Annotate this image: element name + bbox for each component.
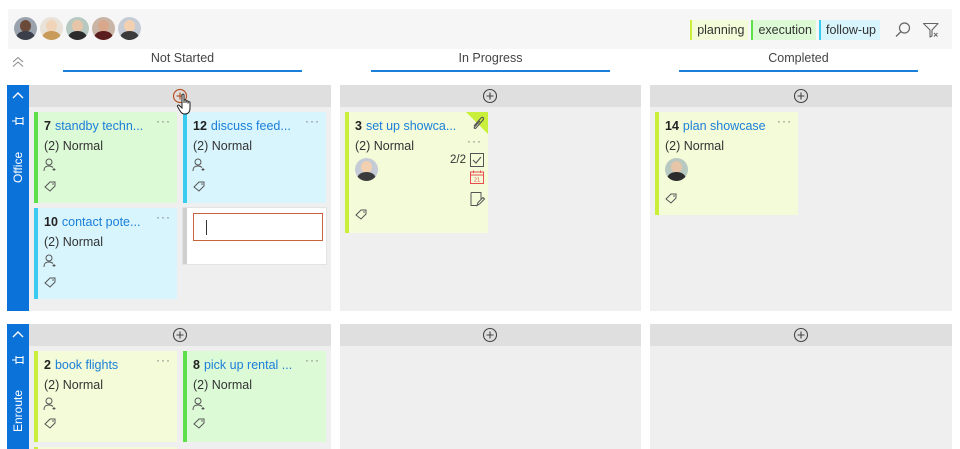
card-priority: (2) Normal [193,378,253,392]
board-toolbar: planning execution follow-up [8,9,952,49]
collapse-all-icon[interactable] [10,54,26,70]
card-more-button[interactable]: ··· [156,210,171,224]
add-card-icon[interactable] [482,327,498,343]
add-card-icon[interactable] [482,88,498,104]
cell-enroute-in-progress [340,324,641,449]
tag-filter-list: planning execution follow-up [690,20,880,40]
clear-filter-icon[interactable] [922,21,940,39]
avatar[interactable] [40,17,63,40]
card-more-button[interactable]: ··· [467,134,482,148]
swimlane-label: Office [11,151,25,183]
tag-planning[interactable]: planning [690,20,749,40]
card-more-button[interactable]: ··· [305,353,320,367]
tag-icon[interactable] [354,208,369,221]
tag-follow-up[interactable]: follow-up [818,20,880,40]
tag-icon[interactable] [192,417,207,430]
column-header-not-started[interactable]: Not Started [63,50,302,72]
cell-enroute-completed [650,324,952,449]
pin-icon[interactable] [10,353,26,367]
column-header-row: Not Started In Progress Completed [0,50,960,75]
card-more-button[interactable]: ··· [156,353,171,367]
assign-user-icon[interactable] [43,254,58,268]
card-partial [34,447,177,449]
assign-user-icon[interactable] [43,158,58,172]
card-more-button[interactable]: ··· [305,114,320,128]
avatar[interactable] [14,17,37,40]
user-avatar-list [14,17,141,40]
avatar[interactable] [92,17,115,40]
card-priority: (2) Normal [193,139,253,153]
add-card-icon[interactable] [793,327,809,343]
swimlane-header-enroute: Enroute [7,324,29,449]
cell-header [340,85,641,107]
tag-icon[interactable] [192,180,207,193]
column-header-completed[interactable]: Completed [679,50,918,72]
card-priority: (2) Normal [44,235,104,249]
text-caret [206,220,207,235]
swimlane-header-office: Office [7,85,29,311]
tag-icon[interactable] [43,276,58,289]
assign-user-icon[interactable] [192,397,207,411]
assignee-avatar[interactable] [665,158,688,181]
cell-header [650,85,952,107]
card-more-button[interactable]: ··· [156,114,171,128]
card-priority: (2) Normal [44,378,104,392]
notes-icon[interactable] [469,191,485,207]
assign-user-icon[interactable] [43,397,58,411]
pin-icon[interactable] [10,114,26,128]
search-icon[interactable] [894,21,912,39]
cell-header [29,85,331,107]
add-card-icon[interactable] [172,327,188,343]
due-date-icon[interactable]: 21 [469,169,485,185]
cell-header [650,324,952,346]
svg-text:21: 21 [474,178,480,184]
add-card-icon[interactable] [793,88,809,104]
avatar[interactable] [118,17,141,40]
card-priority: (2) Normal [665,139,725,153]
avatar[interactable] [66,17,89,40]
hand-cursor-icon [176,93,191,115]
tag-icon[interactable] [664,192,679,205]
new-card-editor [183,208,326,264]
checklist-icon[interactable] [469,152,485,168]
tag-execution[interactable]: execution [751,20,816,40]
checklist-count: 2/2 [450,154,466,166]
card-priority: (2) Normal [44,139,104,153]
card-more-button[interactable]: ··· [777,114,792,128]
collapse-lane-icon[interactable] [10,327,26,341]
new-card-title-input[interactable] [193,213,323,241]
collapse-lane-icon[interactable] [10,88,26,102]
tag-icon[interactable] [43,417,58,430]
cell-header [340,324,641,346]
column-header-in-progress[interactable]: In Progress [371,50,610,72]
attachment-corner[interactable] [466,112,488,134]
swimlane-label: Enroute [11,389,25,432]
tag-icon[interactable] [43,180,58,193]
card-priority: (2) Normal [355,139,415,153]
assign-user-icon[interactable] [192,158,207,172]
assignee-avatar[interactable] [355,158,378,181]
cell-header [29,324,331,346]
